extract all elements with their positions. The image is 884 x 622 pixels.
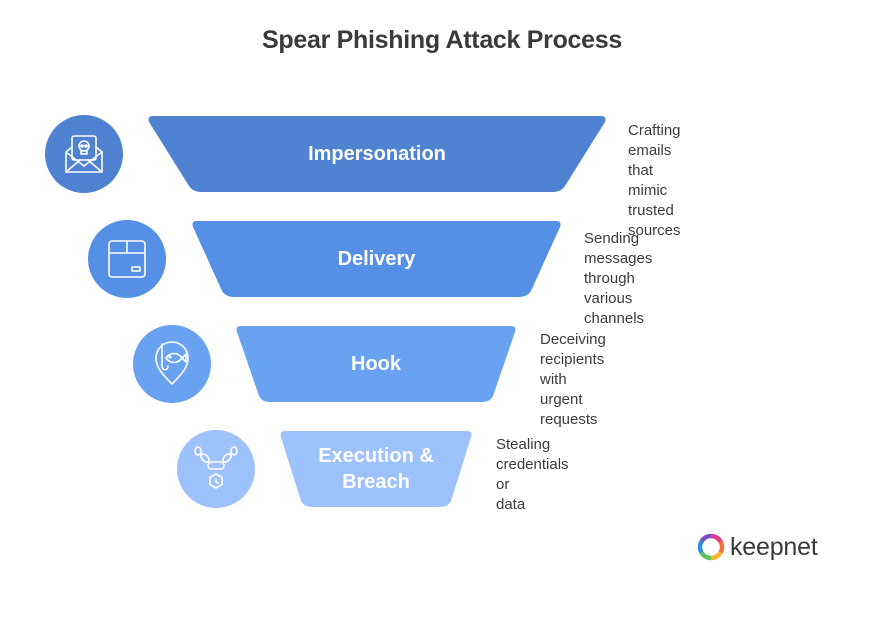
stage-icon-circle [133, 325, 211, 403]
brand-name: keepnet [730, 532, 818, 561]
brand-logo: keepnet [695, 531, 818, 563]
stage-description: Sending messages through various channel… [584, 230, 653, 327]
keepnet-logo-icon [697, 533, 725, 561]
stage-description: Crafting emails that mimic trusted sourc… [628, 122, 681, 239]
stage-icon-circle [88, 220, 166, 298]
funnel-segment: Impersonation [145, 114, 609, 194]
stage-label: Delivery [337, 248, 416, 270]
stage-label: Impersonation [308, 143, 446, 165]
package-box-icon [108, 240, 146, 278]
funnel-segment: Delivery [189, 219, 564, 299]
stage-icon-circle [45, 115, 123, 193]
stage-icon-circle [177, 430, 255, 508]
broken-chain-icon [194, 446, 238, 489]
diagram-title: Spear Phishing Attack Process [262, 26, 622, 54]
stage-label: Execution & Breach [318, 445, 434, 493]
stage-label: Hook [351, 353, 401, 375]
stage-description: Deceiving recipients with urgent request… [540, 331, 606, 428]
fishing-hook-icon [155, 341, 189, 385]
funnel-segment: Hook [233, 324, 519, 404]
stage-description: Stealing credentials or data [496, 436, 569, 513]
envelope-skull-icon [65, 135, 103, 173]
funnel-segment: Execution & Breach [277, 429, 475, 509]
